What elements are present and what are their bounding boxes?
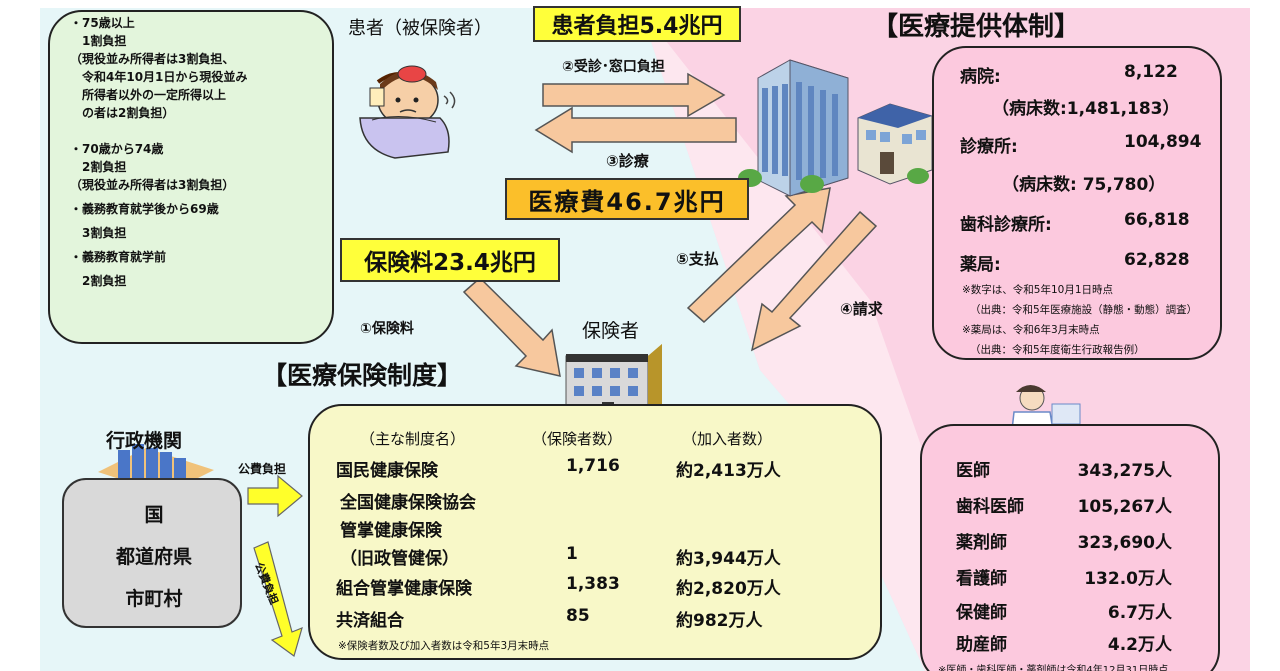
- staff-label: 助産師: [956, 635, 1007, 655]
- step4-label: ④請求: [840, 300, 883, 318]
- eligibility-line: の者は2割負担）: [70, 106, 175, 120]
- premium-label: 保険料23.4兆円: [340, 238, 560, 282]
- arrow-public-burden-down: [253, 541, 303, 657]
- arrow-claim: [750, 210, 878, 352]
- staff-value: 4.2万人: [1107, 635, 1172, 655]
- staff-value: 6.7万人: [1107, 603, 1172, 623]
- table-row-name: （旧政管健保）: [340, 549, 459, 569]
- facility-value: 66,818: [1124, 210, 1190, 230]
- staff-label: 薬剤師: [956, 533, 1007, 553]
- arrow-premium: [462, 276, 561, 377]
- eligibility-line: ・義務教育就学後から69歳: [70, 202, 219, 216]
- eligibility-line: 2割負担: [70, 274, 127, 288]
- sick-patient-illustration: [359, 65, 456, 159]
- gov-title: 行政機関: [106, 430, 183, 452]
- gov-box: 国 都道府県 市町村: [62, 478, 242, 628]
- eligibility-line: ・70歳から74歳: [70, 142, 164, 156]
- facility-label: 診療所:: [960, 137, 1018, 157]
- insurer-title: 保険者: [582, 320, 640, 342]
- table-row-members: 約3,944万人: [676, 549, 781, 569]
- gov-prefecture: 都道府県: [115, 546, 192, 568]
- table-row-name: 共済組合: [336, 611, 404, 631]
- eligibility-line: ・75歳以上: [70, 16, 135, 30]
- eligibility-line: （現役並み所得者は3割負担、: [70, 52, 235, 66]
- staff-label: 医師: [956, 461, 990, 481]
- table-row-name: 国民健康保険: [336, 461, 438, 481]
- eligibility-line: ・義務教育就学前: [70, 250, 167, 264]
- eligibility-line: 2割負担: [70, 160, 127, 174]
- facility-note-line: （出典：令和5年度衛生行政報告例）: [970, 344, 1145, 356]
- staff-value: 323,690人: [1077, 533, 1172, 553]
- step2-label: ②受診･窓口負担: [562, 59, 665, 75]
- gov-national: 国: [144, 504, 164, 526]
- table-header: （保険者数）: [532, 430, 623, 448]
- table-row-insurers: 1,716: [566, 456, 620, 476]
- facility-value: 62,828: [1124, 250, 1190, 270]
- table-row-name: 全国健康保険協会: [340, 493, 476, 513]
- medical-cost-label: 医療費46.7兆円: [505, 178, 749, 220]
- eligibility-line: 3割負担: [70, 226, 127, 240]
- provision-title: 【医療提供体制】: [872, 12, 1081, 42]
- table-row-insurers: 1,383: [566, 574, 620, 594]
- facility-label: （病床数:1,481,183）: [992, 99, 1180, 119]
- arrow-treatment: [534, 106, 737, 154]
- gov-municipality: 市町村: [125, 588, 183, 610]
- staff-label: 歯科医師: [956, 497, 1024, 517]
- table-row-members: 約982万人: [676, 611, 763, 631]
- staff-label: 看護師: [956, 569, 1007, 589]
- facility-note-line: （出典：令和5年医療施設（静態・動態）調査）: [970, 304, 1198, 316]
- table-row-members: 約2,413万人: [676, 461, 781, 481]
- step3-label: ③診療: [606, 152, 649, 170]
- patient-copay-label: 患者負担5.4兆円: [533, 6, 741, 42]
- eligibility-line: 令和4年10月1日から現役並み: [70, 70, 248, 84]
- facility-label: （病床数: 75,780）: [1002, 175, 1166, 195]
- arrow-public-burden: [247, 474, 303, 518]
- hospital-building-illustration: [738, 59, 953, 197]
- staff-note: ※医師・歯科医師・薬剤師は令和4年12月31日時点: [938, 665, 1169, 671]
- facility-label: 歯科診療所:: [960, 215, 1052, 235]
- facility-value: 8,122: [1124, 62, 1178, 82]
- staff-value: 132.0万人: [1084, 569, 1172, 589]
- patient-title: 患者（被保険者）: [348, 18, 492, 39]
- step1-label: ①保険料: [360, 321, 414, 337]
- step5-label: ⑤支払: [676, 250, 719, 268]
- table-note: ※保険者数及び加入者数は令和5年3月末時点: [338, 640, 550, 652]
- facility-note-line: ※薬局は、令和6年3月末時点: [962, 324, 1100, 336]
- insurance-title: 【医療保険制度】: [262, 361, 463, 390]
- public-burden-label: 公費負担: [238, 462, 287, 476]
- eligibility-line: 所得者以外の一定所得以上: [70, 88, 227, 102]
- table-row-insurers: 1: [566, 544, 578, 564]
- staff-box: [920, 424, 1220, 671]
- table-row-insurers: 85: [566, 606, 590, 626]
- table-row-name: 管掌健康保険: [340, 521, 442, 541]
- staff-value: 105,267人: [1077, 497, 1172, 517]
- eligibility-line: [70, 122, 340, 140]
- table-row-members: 約2,820万人: [676, 579, 781, 599]
- staff-label: 保健師: [956, 603, 1007, 623]
- table-header: （加入者数）: [682, 430, 773, 448]
- arrow-consultation: [542, 72, 726, 118]
- staff-value: 343,275人: [1077, 461, 1172, 481]
- insurance-table-box: [308, 404, 882, 660]
- facility-note-line: ※数字は、令和5年10月1日時点: [962, 284, 1114, 296]
- copay-eligibility-box: [48, 10, 334, 344]
- eligibility-line: 1割負担: [70, 34, 127, 48]
- copay-eligibility-list: ・75歳以上 1割負担 （現役並み所得者は3割負担、 令和4年10月1日から現役並…: [70, 14, 340, 290]
- eligibility-line: （現役並み所得者は3割負担）: [70, 178, 235, 192]
- facility-label: 病院:: [960, 67, 1001, 87]
- table-header: （主な制度名）: [360, 430, 466, 448]
- facilities-box: [932, 46, 1222, 360]
- facility-label: 薬局:: [960, 255, 1001, 275]
- facility-value: 104,894: [1124, 132, 1202, 152]
- table-row-name: 組合管掌健康保険: [336, 579, 472, 599]
